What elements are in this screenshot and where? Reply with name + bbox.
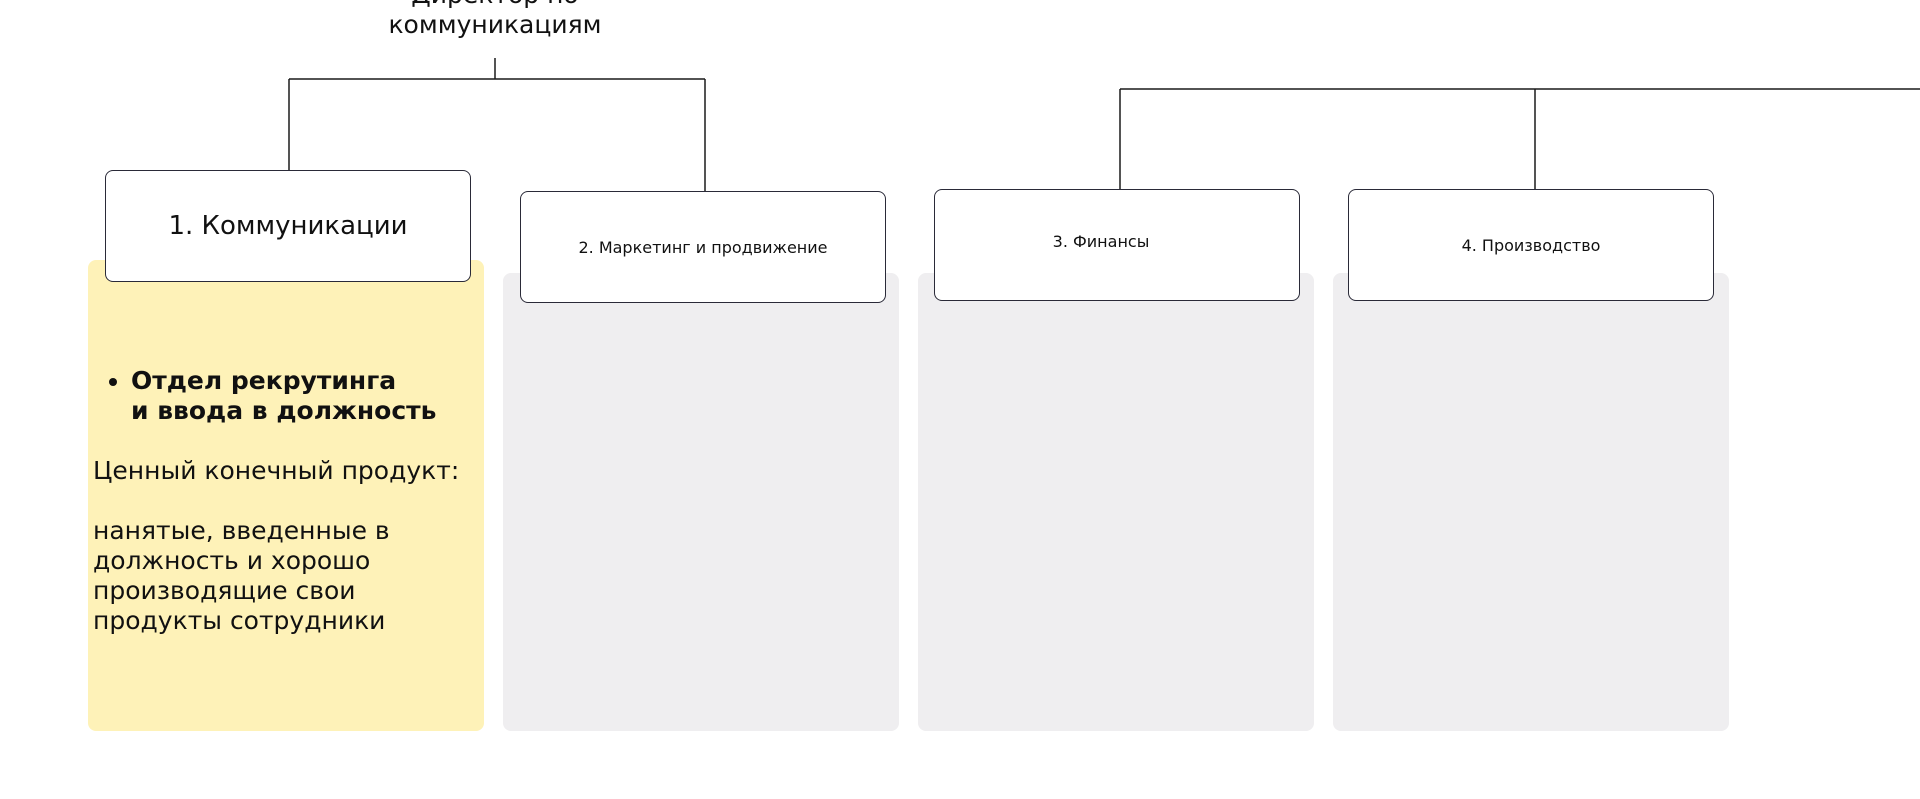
director-title: Директор по коммуникациям (388, 0, 602, 39)
department-label: 2. Маркетинг и продвижение (578, 237, 828, 257)
department-box-production[interactable]: 4. Производство (1348, 189, 1714, 301)
department-label: 4. Производство (1461, 235, 1601, 255)
department-column-2 (503, 273, 899, 731)
department-column-4 (1333, 273, 1729, 731)
valuable-final-product-text: нанятые, введенные в должность и хорошо … (93, 516, 390, 635)
section-item-recruiting: Отдел рекрутинга и ввода в должность (131, 366, 473, 426)
column-1-content: Отдел рекрутинга и ввода в должность Цен… (93, 366, 473, 636)
department-box-marketing[interactable]: 2. Маркетинг и продвижение (520, 191, 886, 303)
department-column-1 (88, 260, 484, 731)
valuable-final-product-label: Ценный конечный продукт: (93, 456, 460, 485)
department-box-finance[interactable]: 3. Финансы (934, 189, 1300, 301)
department-box-communications[interactable]: 1. Коммуникации (105, 170, 471, 282)
department-label: 1. Коммуникации (168, 211, 408, 241)
department-column-3 (918, 273, 1314, 731)
section-list: Отдел рекрутинга и ввода в должность (93, 366, 473, 426)
department-label: 3. Финансы (1052, 232, 1150, 251)
